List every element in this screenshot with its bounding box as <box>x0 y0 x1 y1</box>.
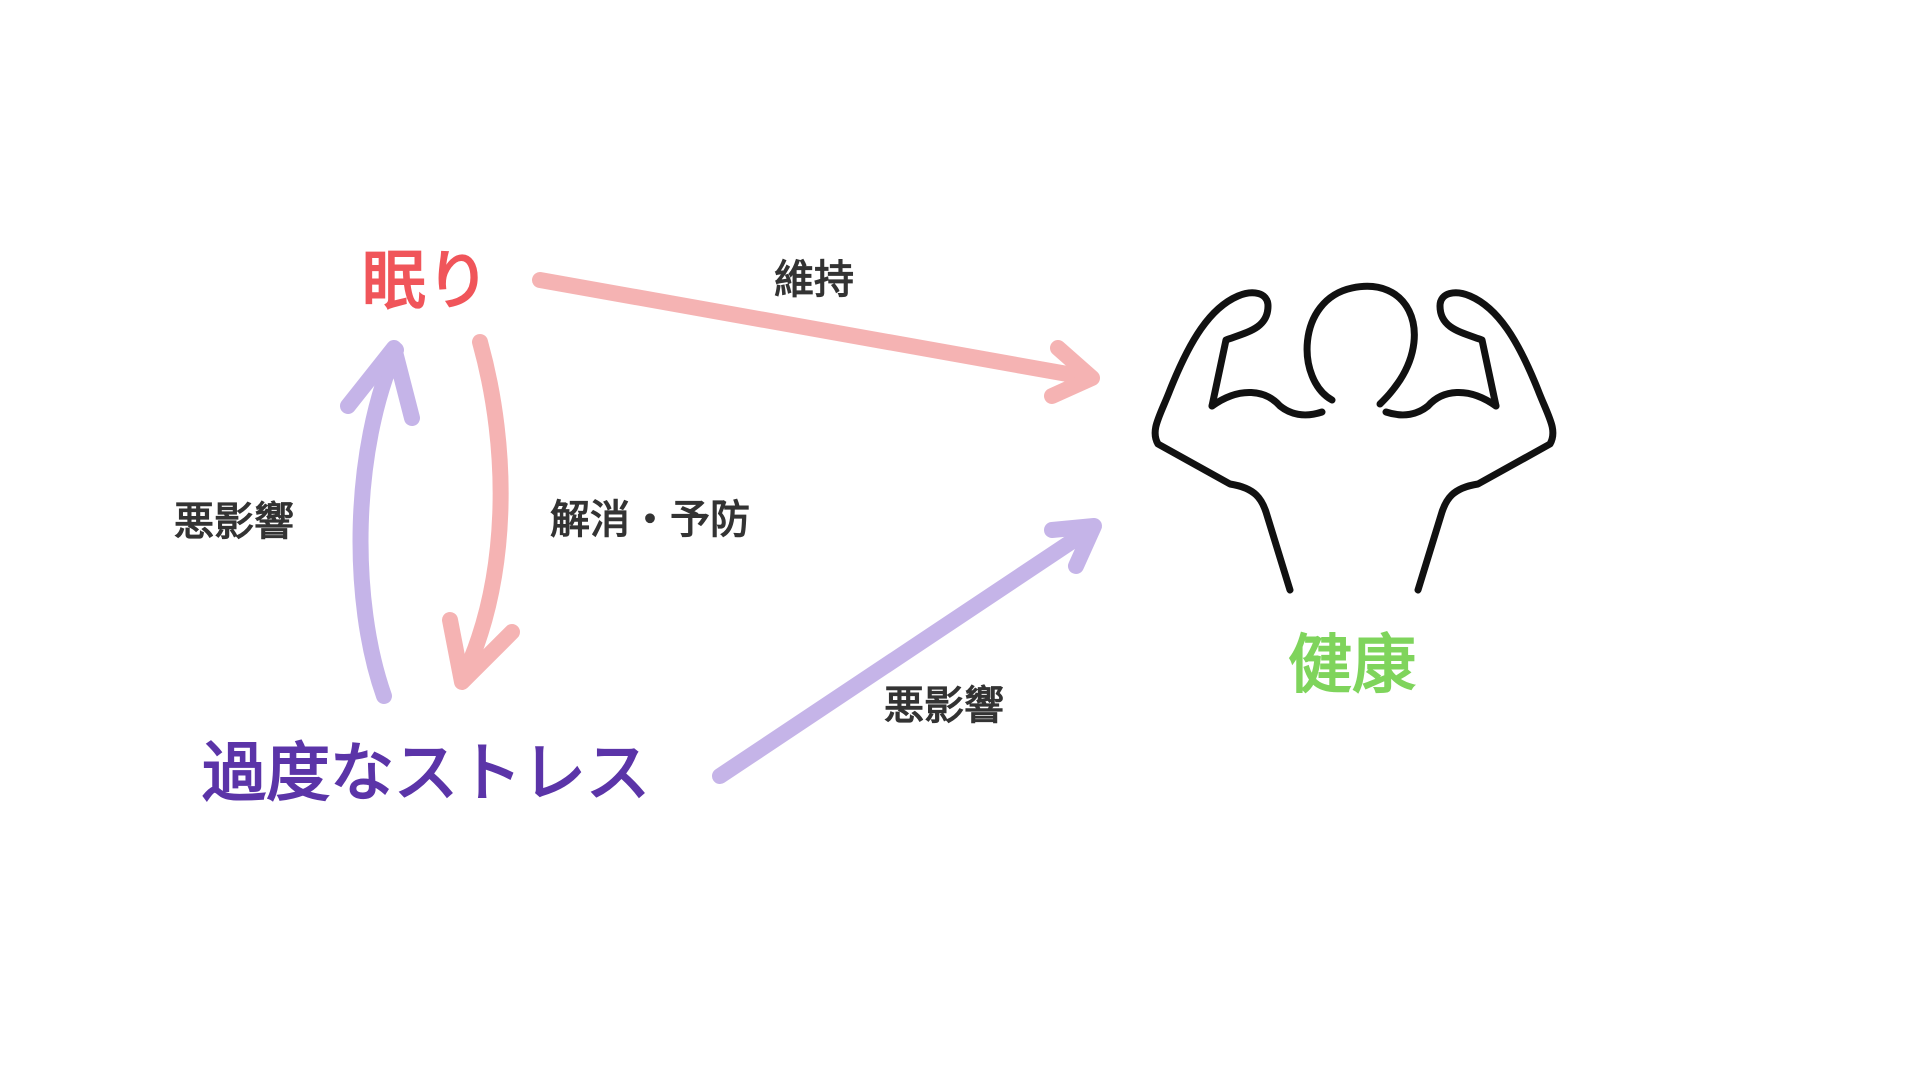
arrow-sleep-to-health <box>532 272 1100 404</box>
edge-label-maintain: 維持 <box>774 257 854 303</box>
edge-label-harm-to-health: 悪影響 <box>884 683 1004 729</box>
arrow-sleep-to-stress <box>442 334 520 690</box>
edge-label-relieve-prevent: 解消・予防 <box>550 497 750 543</box>
arrow-stress-to-health <box>712 518 1102 784</box>
node-excessive-stress: 過度なストレス <box>202 737 650 811</box>
node-health: 健康 <box>1288 629 1416 703</box>
flexing-person-icon <box>1151 282 1557 594</box>
arrow-stress-to-sleep <box>340 340 420 704</box>
edge-label-harm-to-sleep: 悪影響 <box>174 499 294 545</box>
node-sleep: 眠り <box>362 245 490 319</box>
